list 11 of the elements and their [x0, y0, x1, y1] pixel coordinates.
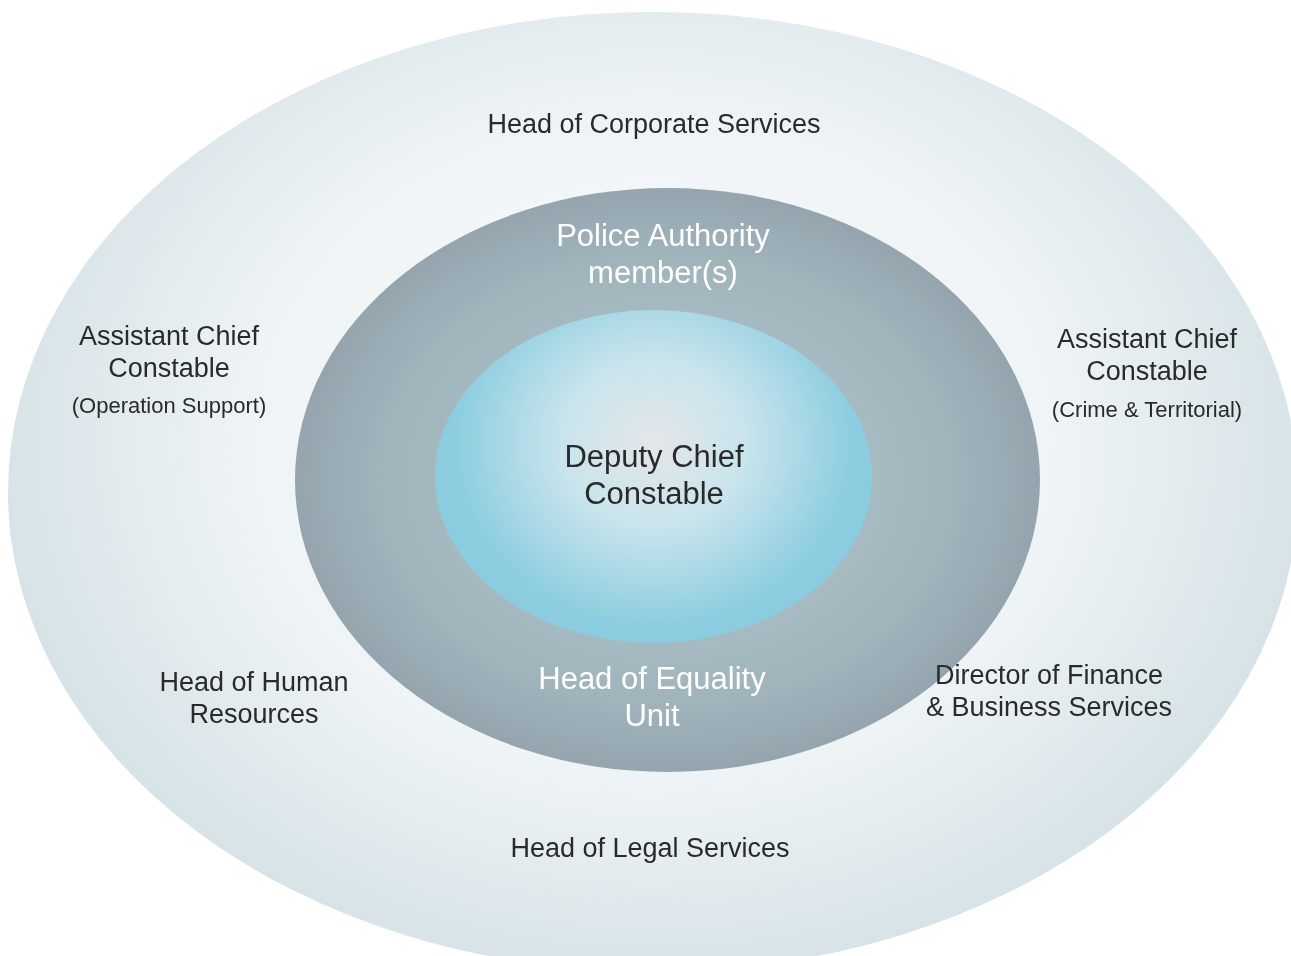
role-label: Assistant Chief Constable: [1055, 323, 1239, 388]
role-label: Assistant Chief Constable: [77, 320, 261, 385]
role-label: Deputy Chief Constable: [563, 438, 745, 513]
role-label: Police Authority member(s): [555, 217, 771, 292]
role-label: (Crime & Territorial): [1050, 397, 1244, 424]
role-label: Head of Human Resources: [158, 666, 350, 731]
role-label: Director of Finance & Business Services: [924, 659, 1174, 724]
role-label: Head of Legal Services: [509, 832, 791, 865]
role-label: Head of Corporate Services: [486, 108, 822, 141]
role-label: Head of Equality Unit: [537, 660, 767, 735]
role-label: (Operation Support): [70, 393, 268, 420]
